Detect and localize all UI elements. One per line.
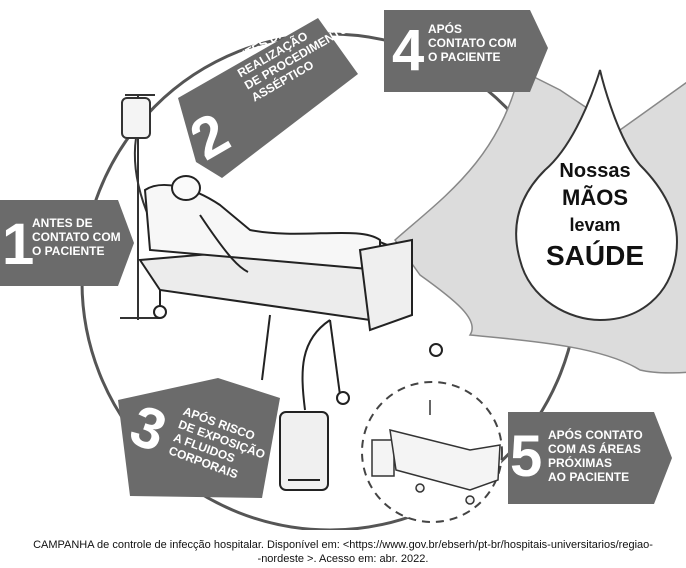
step-4-label: APÓS CONTATO COM O PACIENTE xyxy=(428,22,517,64)
step-4-arrow xyxy=(384,10,548,92)
step-5-number: 5 xyxy=(510,424,543,489)
step-5-line-1: APÓS CONTATO xyxy=(548,428,643,442)
step-5-label: APÓS CONTATO COM AS ÁREAS PRÓXIMAS AO PA… xyxy=(548,428,643,484)
step-1-label: ANTES DE CONTATO COM O PACIENTE xyxy=(32,216,121,258)
hospital-bed-icon xyxy=(138,175,443,405)
step-1-number: 1 xyxy=(2,212,35,277)
step-1-line-1: ANTES DE xyxy=(32,216,93,230)
slogan-line-1: Nossas xyxy=(559,160,631,182)
water-drop-icon xyxy=(515,69,678,322)
step-4-line-3: O PACIENTE xyxy=(428,50,501,64)
step-3-arrow xyxy=(118,378,280,498)
step-4-line-1: APÓS xyxy=(428,22,463,36)
slogan-line-4: SAÚDE xyxy=(545,240,644,271)
step-2-arrow xyxy=(178,18,358,178)
drop-slogan: Nossas MÃOS levam SAÚDE xyxy=(536,158,654,274)
caption-line-2: -nordeste >. Acesso em: abr. 2022. xyxy=(257,553,429,565)
caption-line-1: CAMPANHA de controle de infecção hospita… xyxy=(33,539,653,551)
step-5-arrow xyxy=(508,412,672,504)
hand-hygiene-illustration xyxy=(0,10,686,530)
drainage-bag-icon xyxy=(279,319,331,491)
empty-bed-icon xyxy=(371,400,501,505)
step-5-line-4: AO PACIENTE xyxy=(548,470,630,484)
step-1-line-2: CONTATO COM xyxy=(32,230,121,244)
slogan-line-3: levam xyxy=(569,215,621,235)
slogan-line-2: MÃOS xyxy=(562,185,628,210)
step-4-number: 4 xyxy=(392,18,425,83)
step-4-line-2: CONTATO COM xyxy=(428,36,517,50)
step-1-arrow xyxy=(0,200,134,286)
source-caption: CAMPANHA de controle de infecção hospita… xyxy=(0,538,686,566)
step-1-line-3: O PACIENTE xyxy=(32,244,105,258)
step-5-line-3: PRÓXIMAS xyxy=(548,456,613,470)
step-5-line-2: COM AS ÁREAS xyxy=(548,442,641,456)
